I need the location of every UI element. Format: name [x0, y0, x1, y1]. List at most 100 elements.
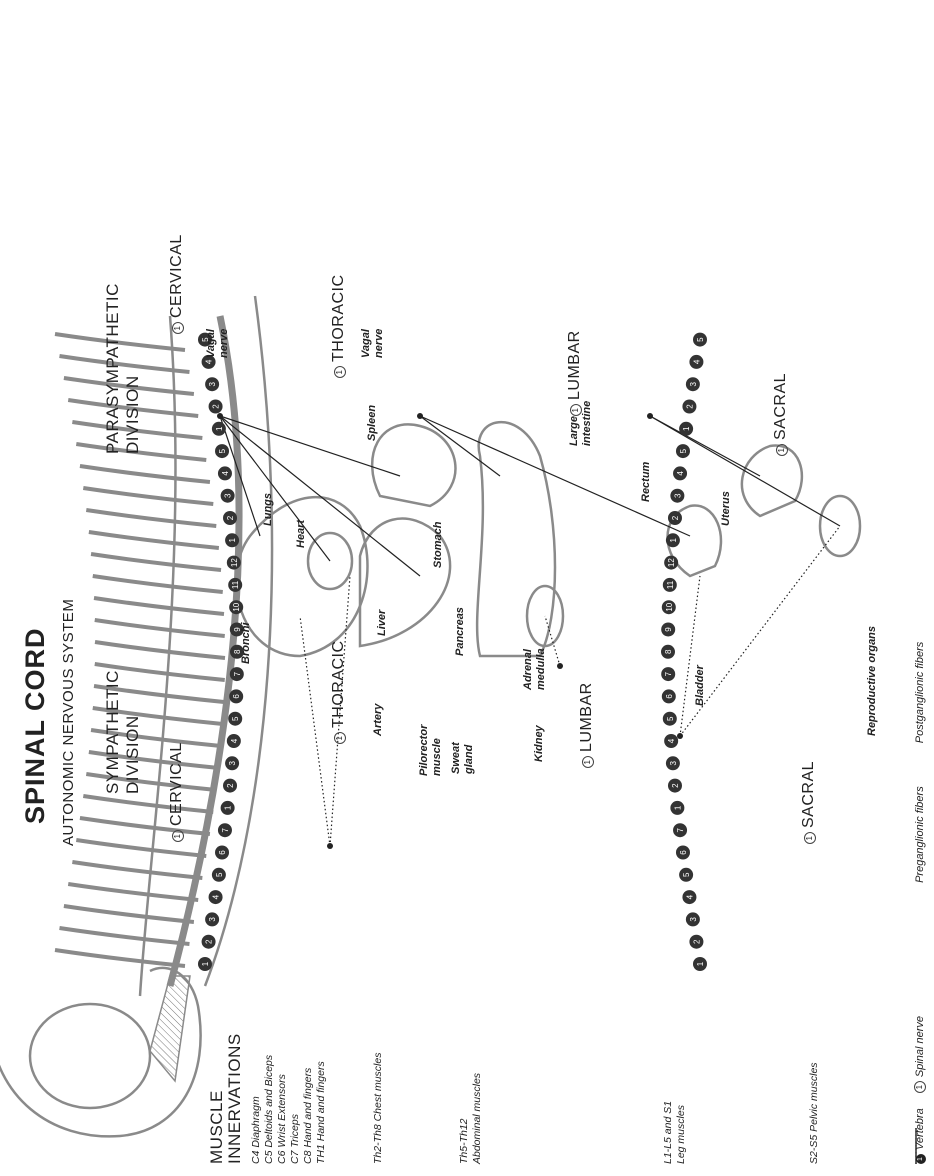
vertebra-number: 3	[689, 381, 698, 386]
label-pilorector-muscle: Pilorector muscle	[418, 725, 444, 776]
vertebra-number: 3	[673, 493, 682, 498]
label-stomach: Stomach	[432, 522, 445, 568]
vertebra-numbers-left: 12345671234567891011121234512345	[661, 333, 707, 971]
region-cervical-left: 1CERVICAL	[168, 742, 186, 842]
vertebra-number: 1	[673, 805, 682, 810]
vagal-nerve-label-lower: Vagal nerve	[360, 329, 386, 358]
vertebra-number: 10	[232, 602, 241, 611]
brain-outline	[30, 1004, 150, 1108]
vertebra-number: 1	[228, 538, 237, 543]
vertebra-number: 6	[232, 694, 241, 699]
muscle-item: C8 Hand and fingers	[302, 1055, 315, 1164]
vertebra-number: 7	[233, 671, 242, 676]
nerve-root	[86, 510, 216, 526]
nerve-root	[94, 598, 224, 614]
nerve-root	[95, 642, 225, 658]
vertebra-number: 1	[669, 538, 678, 543]
muscle-innervations-title: MUSCLE INNERVATIONS	[208, 1033, 244, 1164]
nerve-root	[68, 884, 198, 900]
vertebra-number: 4	[676, 471, 685, 476]
spinal-cord	[170, 316, 239, 986]
uterus-shape	[742, 446, 802, 516]
page-title: SPINAL CORD	[20, 627, 51, 824]
label-bronchi: Bronchi	[240, 622, 253, 664]
vertebra-number: 5	[666, 716, 675, 721]
nerve-root	[83, 488, 213, 504]
muscle-item: C7 Triceps	[289, 1055, 302, 1164]
vertebra-number: 3	[669, 761, 678, 766]
vertebra-number: 3	[224, 493, 233, 498]
vertebra-number: 12	[230, 558, 239, 567]
region-thoracic-right: 1THORACIC	[330, 274, 348, 378]
vertebra-number: 5	[682, 872, 691, 877]
label-kidney: Kidney	[533, 725, 546, 762]
preganglionic-fiber	[220, 416, 420, 576]
vertebra-number: 2	[226, 515, 235, 520]
muscle-leg: L1-L5 and S1 Leg muscles	[662, 1101, 688, 1164]
vertebra-number: 8	[664, 649, 673, 654]
nerve-root	[91, 554, 221, 570]
nerve-root	[76, 840, 206, 856]
label-lungs: Lungs	[262, 493, 275, 526]
spinal-nerve-marker: 1	[334, 366, 346, 378]
muscle-pelvic: S2-S5 Pelvic muscles	[808, 1062, 821, 1164]
vertebra-number: 3	[689, 917, 698, 922]
organ-drawings	[236, 422, 860, 656]
sympathetic-division-label: SYMPATHETIC DIVISION	[103, 670, 143, 794]
label-sweat-gland: Sweat gland	[450, 742, 476, 774]
vertebra-number: 5	[215, 872, 224, 877]
vertebra-number: 6	[665, 694, 674, 699]
vertebra-number: 2	[212, 404, 221, 409]
vertebra-number: 6	[218, 850, 227, 855]
label-spleen: Spleen	[366, 405, 379, 441]
nerve-root	[93, 576, 223, 592]
vertebra-number: 9	[664, 627, 673, 632]
vertebra-number: 1	[696, 961, 705, 966]
muscle-abdominal: Th5-Th12 Abdominal muscles	[458, 1073, 484, 1164]
legend: 1Vertebra 1Spinal nerve Preganglionic fi…	[914, 642, 926, 1164]
label-pancreas: Pancreas	[454, 607, 467, 656]
vertebra-number: 5	[679, 448, 688, 453]
vertebra-number: 1	[215, 426, 224, 431]
spinal-nerve-marker-icon: 1	[914, 1081, 926, 1093]
vertebra-number: 4	[221, 471, 230, 476]
stomach-shape	[372, 424, 455, 506]
vertebra-number: 5	[696, 337, 705, 342]
vertebra-number: 1	[224, 805, 233, 810]
vertebra-number: 11	[666, 580, 675, 589]
vertebra-number: 3	[208, 917, 217, 922]
nerve-root	[55, 950, 185, 966]
spinal-nerve-marker: 1	[172, 830, 184, 842]
label-reproductive-organs: Reproductive organs	[866, 626, 879, 736]
spinal-nerve-marker: 1	[582, 756, 594, 768]
vertebra-number: 3	[208, 381, 217, 386]
vertebra-number: 2	[671, 783, 680, 788]
spinal-nerve-marker: 1	[172, 322, 184, 334]
dotted-line-icon	[914, 1128, 918, 1164]
vertebra-number: 12	[667, 558, 676, 567]
cerebellum	[150, 976, 190, 1081]
vertebra-number: 2	[205, 939, 214, 944]
legend-postganglionic: Postganglionic fibers	[914, 642, 926, 744]
page-subtitle: AUTONOMIC NERVOUS SYSTEM	[60, 599, 77, 846]
vertebra-number: 4	[212, 894, 221, 899]
vertebra-number: 2	[226, 783, 235, 788]
vertebra-number: 11	[231, 580, 240, 589]
vertebra-number: 4	[685, 894, 694, 899]
vertebra-number: 6	[679, 850, 688, 855]
vertebra-number: 2	[671, 515, 680, 520]
vertebra-number: 3	[228, 761, 237, 766]
vertebra-number: 7	[664, 671, 673, 676]
label-liver: Liver	[376, 610, 389, 636]
legend-spinal-nerve: 1Spinal nerve	[914, 1016, 926, 1093]
muscle-item: C4 Diaphragm	[250, 1055, 263, 1164]
postganglionic-fiber	[680, 576, 700, 736]
vertebra-number: 5	[218, 448, 227, 453]
legend-preganglionic: Preganglionic fibers	[914, 786, 926, 883]
muscle-chest: Th2-Th8 Chest muscles	[372, 1053, 385, 1164]
vertebra-number: 5	[231, 716, 240, 721]
vertebra-number: 7	[676, 827, 685, 832]
region-thoracic-left: 1THORACIC	[330, 640, 348, 744]
